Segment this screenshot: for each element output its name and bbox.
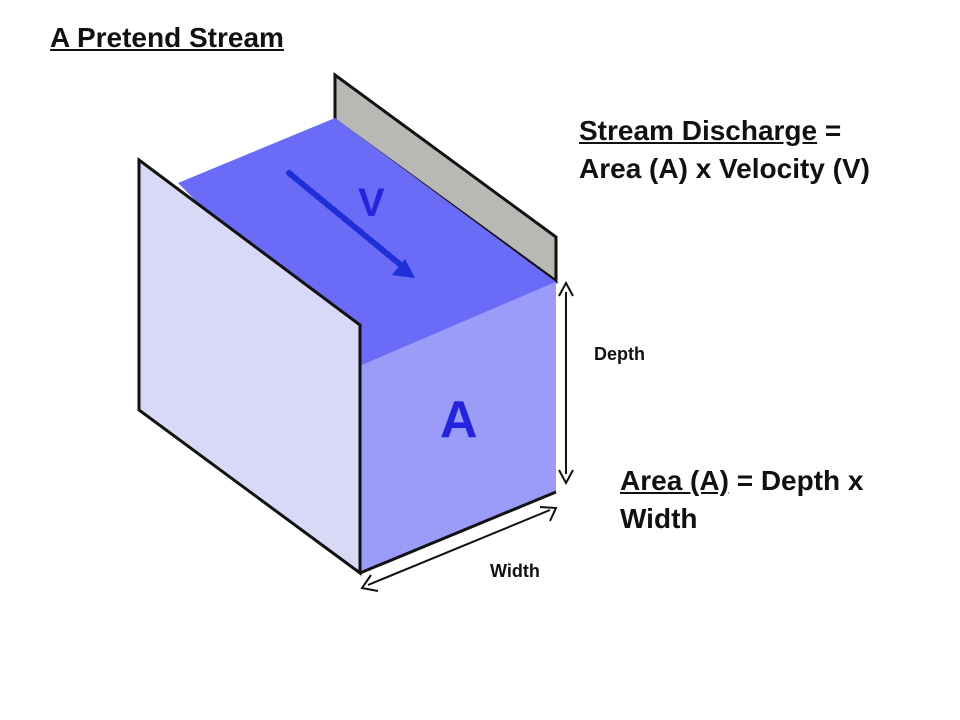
discharge-equals: = — [817, 115, 842, 146]
cross-section-bottom-edge — [359, 490, 557, 575]
area-symbol: A — [440, 391, 478, 449]
area-formula-line1: Area (A) = Depth x — [620, 462, 864, 500]
velocity-arrow — [286, 170, 415, 278]
depth-arrow — [558, 280, 574, 486]
depth-label: Depth — [594, 344, 645, 364]
discharge-formula: Stream Discharge = Area (A) x Velocity (… — [579, 112, 870, 188]
area-rest: = Depth x — [728, 465, 864, 496]
area-formula: Area (A) = Depth x Width — [620, 462, 864, 538]
cross-section-face — [360, 282, 556, 573]
water-surface — [178, 118, 556, 366]
area-term: Area (A) — [620, 465, 729, 496]
back-bank-wall — [333, 72, 558, 284]
width-label: Width — [490, 561, 540, 581]
near-bank-wall — [137, 157, 362, 576]
width-arrow — [360, 506, 558, 592]
discharge-formula-line1: Stream Discharge = — [579, 112, 870, 150]
discharge-term: Stream Discharge — [579, 115, 818, 146]
discharge-formula-line2: Area (A) x Velocity (V) — [579, 153, 870, 184]
velocity-symbol: V — [358, 181, 385, 225]
page-title: A Pretend Stream — [50, 22, 284, 53]
area-formula-line2: Width — [620, 503, 698, 534]
